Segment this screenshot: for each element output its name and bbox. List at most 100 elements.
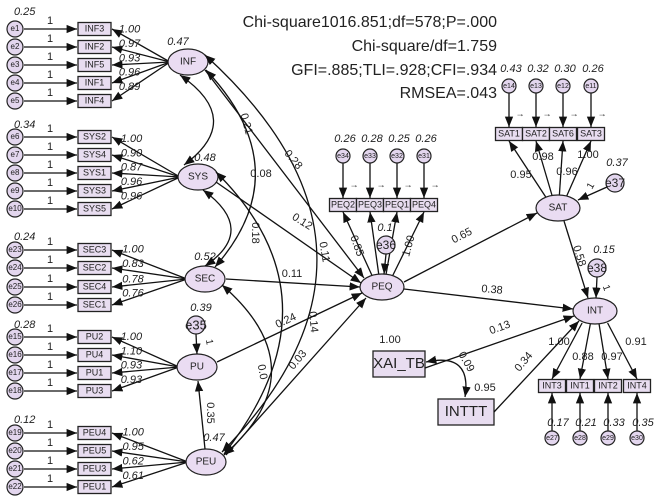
loading-arrow: [342, 211, 373, 277]
loading-arrow: [111, 336, 180, 368]
indicator-label: INT3: [542, 380, 562, 390]
fixed-path-label: 1: [47, 236, 53, 248]
fixed-path-label: 1: [600, 284, 612, 293]
loading-arrow: [111, 278, 188, 291]
latent-label: PEU: [196, 457, 217, 468]
observed-XAI_TB: [372, 350, 426, 378]
indicator-PU1: [77, 365, 112, 381]
indicator-PU2: [77, 329, 112, 345]
error-term-e28: [572, 430, 588, 446]
loading-arrow: [111, 136, 181, 178]
indicator-label: INF5: [85, 59, 105, 69]
error-variance-label: 0.32: [527, 63, 548, 75]
loading-arrow: [111, 45, 171, 63]
disturbance-e38: [587, 258, 607, 278]
loading-arrow: [111, 60, 171, 69]
loading-label: 0.97: [119, 38, 141, 50]
indicator-PEU5: [77, 443, 112, 459]
error-term-label: e14: [503, 83, 515, 90]
error-term-label: e17: [8, 368, 22, 377]
loading-label: 0.95: [510, 169, 531, 181]
path-coefficient-xai-int: 0.13: [488, 319, 512, 338]
indicator-label: PEU1: [83, 481, 107, 491]
indicator-SYS4: [77, 147, 112, 163]
fixed-path-marker: →: [377, 179, 386, 189]
loading-arrow: [111, 61, 171, 102]
error-term-label: e2: [11, 42, 20, 51]
error-term-label: e16: [8, 350, 22, 359]
indicator-label: PEU4: [83, 427, 107, 437]
error-term-label: e10: [8, 204, 22, 213]
indicator-label: PEU5: [83, 445, 107, 455]
indicator-PEU4: [77, 425, 112, 441]
indicator-label: PU1: [86, 367, 104, 377]
loading-label: 0.93: [121, 374, 143, 386]
disturbance-variance-label: 0.39: [190, 302, 211, 314]
latent-label: SEC: [195, 274, 216, 285]
indicator-label: SEC2: [83, 262, 107, 272]
error-term-e19: [6, 424, 24, 442]
path-coefficient-inf-sec: 0.08: [250, 168, 271, 180]
indicator-label: SYS2: [83, 131, 106, 141]
error-term-label: e6: [11, 132, 20, 141]
fixed-path-marker: →: [516, 108, 525, 118]
fixed-path-label: 1: [47, 33, 53, 45]
path-coefficient-xai-inttt: 0.09: [456, 350, 477, 375]
loading-label: 0.98: [532, 151, 553, 163]
fixed-path-marker: →: [570, 108, 579, 118]
loading-arrow: [391, 211, 425, 277]
error-term-e26: [6, 296, 24, 314]
error-term-label: e9: [11, 186, 20, 195]
path-coefficient-inttt-int: 0.34: [512, 350, 535, 374]
loading-label: 1.00: [577, 149, 598, 161]
indicator-SYS1: [77, 165, 112, 181]
indicator-label: PEQ1: [385, 199, 409, 209]
loading-arrow: [111, 366, 180, 377]
error-term-label: e15: [8, 332, 22, 341]
loading-label: 1.00: [122, 244, 144, 256]
fixed-path-label: 1: [47, 195, 53, 207]
error-variance-label: 0.33: [603, 417, 625, 429]
loading-label: 0.96: [121, 176, 143, 188]
error-term-e9: [6, 182, 24, 200]
indicator-label: PEQ3: [358, 199, 382, 209]
indicator-INF5: [77, 57, 112, 73]
fixed-path-label: 1: [47, 377, 53, 389]
error-term-e29: [600, 430, 616, 446]
fixed-path-label: 1: [47, 341, 53, 353]
path-coefficient-inf-peq: 0.28: [282, 148, 305, 172]
loading-label: 0.96: [119, 67, 141, 79]
fixed-path-label: 1: [47, 359, 53, 371]
error-term-e17: [6, 364, 24, 382]
loading-label: 1.00: [121, 133, 143, 145]
error-term-label: e28: [574, 435, 586, 442]
error-term-label: e7: [11, 150, 20, 159]
fixed-path-label: 1: [47, 87, 53, 99]
indicator-label: PU2: [86, 331, 104, 341]
indicator-label: PEQ2: [331, 199, 355, 209]
indicator-PEU1: [77, 479, 112, 495]
path-coefficient-inf-peu: 0.11: [316, 241, 331, 263]
disturbance-variance-label: 0.15: [593, 244, 615, 256]
indicator-SEC4: [77, 279, 112, 295]
indicator-label: SAT6: [552, 128, 574, 138]
error-term-label: e8: [11, 168, 20, 177]
error-term-e4: [6, 74, 24, 92]
error-term-e14: [501, 78, 517, 94]
fit-gfi-tli-cfi: GFI=.885;TLI=.928;CFI=.934: [291, 62, 497, 79]
loading-arrow: [111, 249, 188, 280]
observed-label: INTTT: [445, 403, 488, 420]
indicator-label: INT4: [627, 380, 647, 390]
disturbance-arrow: [192, 333, 201, 355]
loading-arrow: [551, 322, 583, 380]
loading-label: 0.93: [121, 360, 143, 372]
indicator-INF4: [77, 93, 112, 109]
indicator-label: INT2: [598, 380, 618, 390]
loading-label: 0.76: [122, 288, 144, 300]
latent-label: PU: [190, 362, 204, 373]
loading-arrow: [577, 322, 592, 380]
path-arrow-sys-peq: [215, 181, 362, 284]
loading-arrow: [111, 352, 180, 368]
fixed-path-label: 1: [47, 473, 53, 485]
error-term-label: e18: [8, 386, 22, 395]
